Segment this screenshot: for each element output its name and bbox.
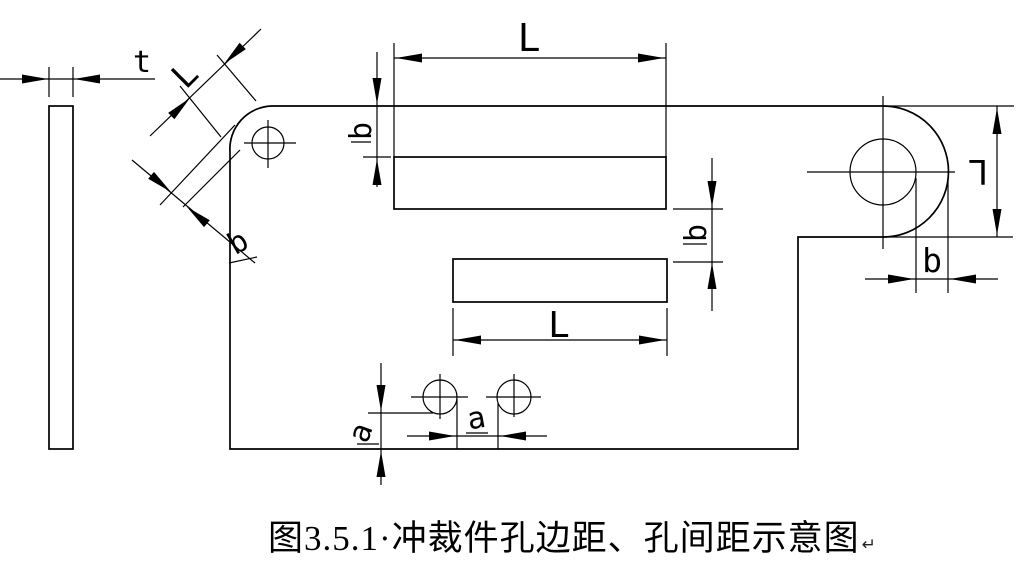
dim-round-end-L-right: L [883,105,1014,238]
arrowhead-icon [74,74,100,84]
arrowhead-icon [372,78,382,104]
arrowhead-icon [888,274,914,284]
dim-label-b-diagonal: b [222,223,255,262]
dim-label-a-middle: a [464,400,488,438]
caption-text: 图3.5.1·冲裁件孔边距、孔间距示意图 [268,519,860,558]
dim-slot-length-bottom-L: L [452,305,668,356]
paragraph-mark-icon: ↵ [861,535,877,554]
arrowhead-icon [992,108,1002,134]
dim-label-L-top: L [518,16,541,60]
arrowhead-icon [396,53,422,63]
arrowhead-icon [639,335,665,345]
hole-right-large [807,96,955,249]
arrowhead-icon [148,171,171,192]
arrowhead-icon [638,53,664,63]
dim-label-a-left: a [342,418,381,447]
figure-caption: 图3.5.1·冲裁件孔边距、孔间距示意图↵ [268,510,908,561]
slot-top [393,156,667,210]
arrowhead-icon [707,181,717,207]
hole-bottom-2 [486,374,541,417]
label-underline [228,256,258,264]
hole-top-left [244,120,296,168]
dim-label-t: t [133,45,151,80]
slot-lower [452,258,668,303]
dim-label-L-diagonal: L [164,54,207,97]
part-body-outline [229,105,950,450]
arrowhead-icon [372,159,382,185]
arrowhead-icon [707,263,717,289]
dim-label-L-right: L [968,151,988,191]
arrowhead-icon [429,431,455,441]
arrowhead-icon [376,385,386,411]
dim-label-b-right: b [922,241,942,280]
dim-thickness-t: t [0,45,155,97]
dim-hole-spacing-a-middle: a [407,399,547,449]
arrowhead-icon [22,74,48,84]
part-outline [48,105,950,450]
hole-bottom-1 [411,374,468,419]
dim-edge-distance-a-left: a [342,363,433,485]
dim-edge-distance-b-right: b [865,178,998,293]
arrowhead-icon [992,209,1002,235]
arrowhead-icon [455,335,481,345]
arrowhead-icon [168,98,190,120]
dim-edge-distance-b-middle: b [673,158,723,311]
arrowhead-icon [950,274,976,284]
arrowhead-icon [500,431,526,441]
dim-slot-length-top-L: L [393,16,667,157]
dim-label-b-left: b [344,122,379,140]
sheet-side-view [48,105,74,450]
dim-label-L-bottom: L [548,305,570,346]
arrowhead-icon [376,451,386,477]
dim-edge-distance-b-left: b [344,52,391,187]
slots [393,156,668,303]
dim-label-b-middle: b [679,224,714,242]
dim-edge-distance-b-diagonal: b [131,124,258,264]
dim-chamfer-L-diagonal: L [149,28,262,138]
arrowhead-icon [224,42,246,64]
arrowhead-icon [187,207,210,228]
